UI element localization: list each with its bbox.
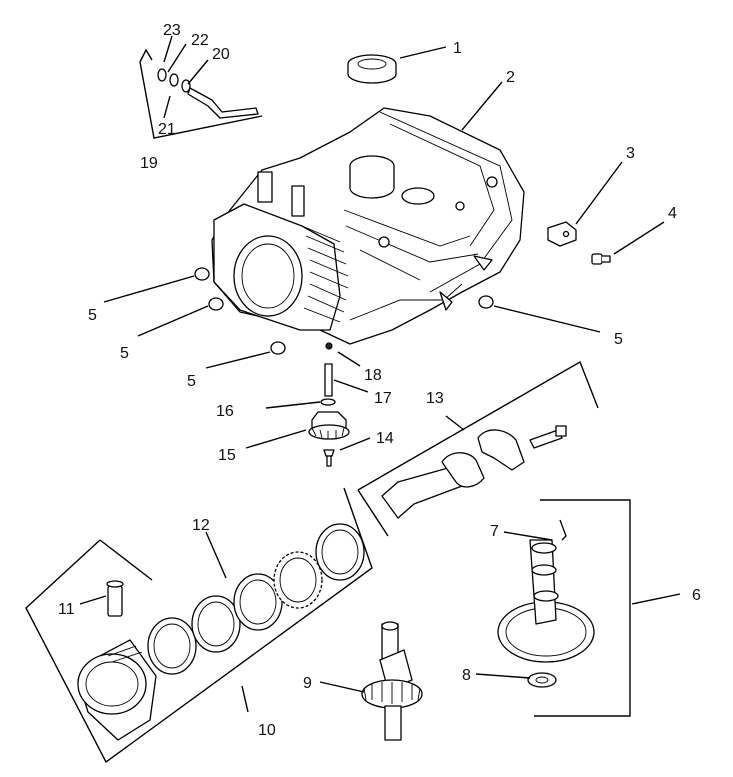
callout-15: 15 <box>218 447 236 464</box>
callout-13: 13 <box>426 390 444 407</box>
callout-5-a: 5 <box>88 307 97 324</box>
part-crankshaft <box>361 621 423 741</box>
callout-7: 7 <box>490 523 499 540</box>
callout-9: 9 <box>303 675 312 692</box>
part-crankcase <box>211 107 525 345</box>
callout-10: 10 <box>258 722 276 739</box>
part-oil-seal <box>347 54 397 84</box>
callout-5-c: 5 <box>187 373 196 390</box>
callout-1: 1 <box>453 40 462 57</box>
callout-11: 11 <box>58 601 75 618</box>
part-bolt-small <box>591 253 611 265</box>
callout-6: 6 <box>692 587 701 604</box>
part-governor-group <box>308 342 350 467</box>
callout-23: 23 <box>163 22 181 39</box>
callout-labels: 1 2 3 4 5 5 5 5 6 7 8 9 10 11 12 13 14 1… <box>58 22 701 739</box>
leader-lines <box>79 35 681 713</box>
part-camshaft-group <box>497 499 631 717</box>
callout-18: 18 <box>364 367 382 384</box>
callout-14: 14 <box>376 430 394 447</box>
callout-20: 20 <box>212 46 230 63</box>
part-piston-rings <box>147 523 365 675</box>
callout-16: 16 <box>216 403 234 420</box>
callout-5-b: 5 <box>120 345 129 362</box>
callout-5-d: 5 <box>614 331 623 348</box>
callout-8: 8 <box>462 667 471 684</box>
part-breather-assembly <box>139 48 263 139</box>
callout-21: 21 <box>158 121 176 138</box>
callout-12: 12 <box>192 517 210 534</box>
callout-22: 22 <box>191 32 209 49</box>
part-connecting-rod <box>357 360 599 537</box>
callout-4: 4 <box>668 205 677 222</box>
part-piston <box>25 487 373 764</box>
part-dowel-pins <box>194 267 494 355</box>
callout-19: 19 <box>140 155 158 172</box>
callout-17: 17 <box>374 390 392 407</box>
callout-2: 2 <box>506 69 515 86</box>
part-bracket <box>547 221 577 247</box>
callout-3: 3 <box>626 145 635 162</box>
